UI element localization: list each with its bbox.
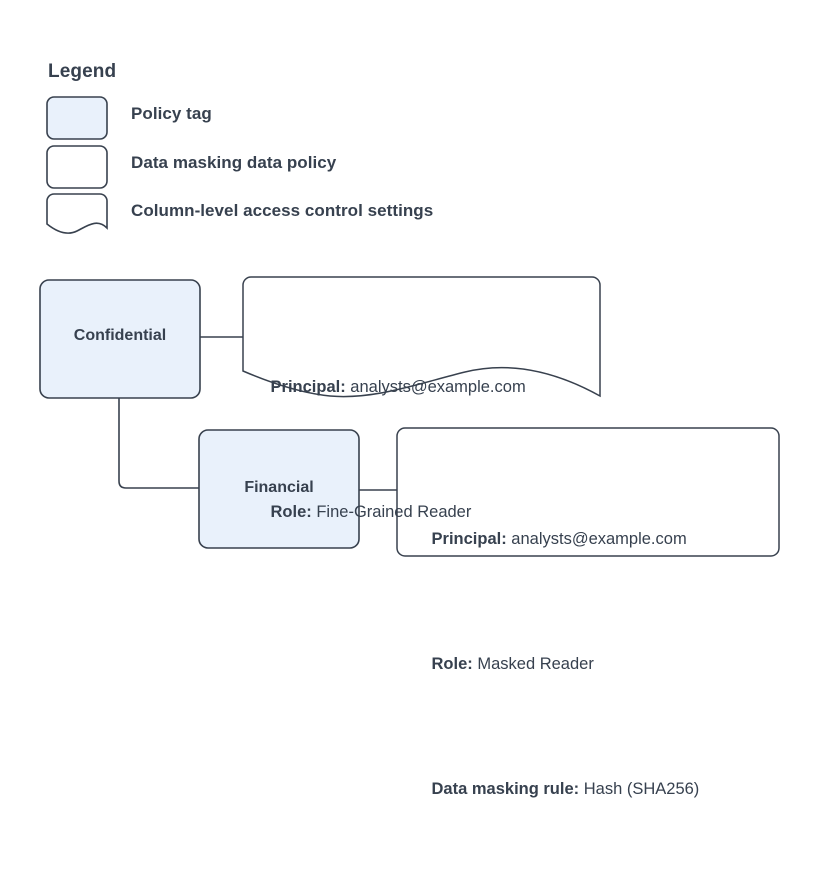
column-access-settings-swatch — [46, 193, 108, 234]
policy-tag-swatch-border — [46, 96, 108, 140]
detail-line: Principal: analysts@example.com — [404, 502, 776, 577]
detail-line-key: Principal: — [431, 530, 507, 548]
legend-item-label-data-masking-policy: Data masking data policy — [131, 153, 337, 172]
detail-line-value: Masked Reader — [472, 655, 594, 673]
detail-line-value: analysts@example.com — [506, 530, 687, 548]
detail-box-confidential-fill — [243, 277, 600, 397]
detail-line-value: Fine-Grained Reader — [311, 503, 472, 521]
diagram-canvas: Legend Policy tag Data masking data poli… — [39, 61, 780, 798]
node-label-financial: Financial — [244, 479, 314, 496]
detail-line: Role: Masked Reader — [404, 627, 776, 702]
detail-box-financial-text: Principal: analysts@example.com Role: Ma… — [404, 452, 776, 877]
detail-line-key: Role: — [270, 503, 312, 521]
detail-line: Principal: analysts@example.com — [243, 350, 595, 425]
node-financial-fill — [199, 430, 359, 548]
node-confidential-border — [39, 279, 201, 399]
detail-line-key: Role: — [431, 655, 473, 673]
detail-box-confidential-text: Principal: analysts@example.com Role: Fi… — [243, 300, 595, 600]
detail-line-key: Data masking rule: — [431, 780, 580, 798]
detail-line-value: analysts@example.com — [345, 378, 526, 396]
detail-box-financial[interactable] — [396, 427, 780, 557]
legend-item-label-policy-tag: Policy tag — [131, 104, 212, 123]
column-access-settings-swatch-border — [46, 193, 108, 234]
policy-tag-swatch — [46, 96, 108, 140]
node-confidential-fill — [40, 280, 200, 398]
legend-item-label-column-access-settings: Column-level access control settings — [131, 201, 434, 220]
diagram-shapes-layer — [39, 96, 780, 557]
detail-line-value: Hash (SHA256) — [579, 780, 700, 798]
detail-box-financial-border — [396, 427, 780, 557]
detail-box-confidential-border — [242, 276, 601, 398]
detail-line: Role: Fine-Grained Reader — [243, 475, 595, 550]
legend-title: Legend — [48, 61, 117, 82]
node-financial[interactable] — [198, 429, 360, 549]
data-masking-policy-swatch-fill — [47, 146, 107, 188]
detail-box-confidential[interactable] — [242, 276, 601, 398]
data-masking-policy-swatch-border — [46, 145, 108, 189]
node-label-confidential: Confidential — [73, 327, 167, 344]
detail-line: Data masking rule: Hash (SHA256) — [404, 752, 776, 827]
node-financial-border — [198, 429, 360, 549]
data-masking-policy-swatch — [46, 145, 108, 189]
policy-tag-swatch-fill — [47, 97, 107, 139]
detail-line-key: Principal: — [270, 378, 346, 396]
column-access-settings-swatch-fill — [47, 194, 107, 234]
node-confidential[interactable] — [39, 279, 201, 399]
detail-box-financial-fill — [397, 428, 779, 556]
connector-confidential-to-financial — [118, 398, 199, 489]
